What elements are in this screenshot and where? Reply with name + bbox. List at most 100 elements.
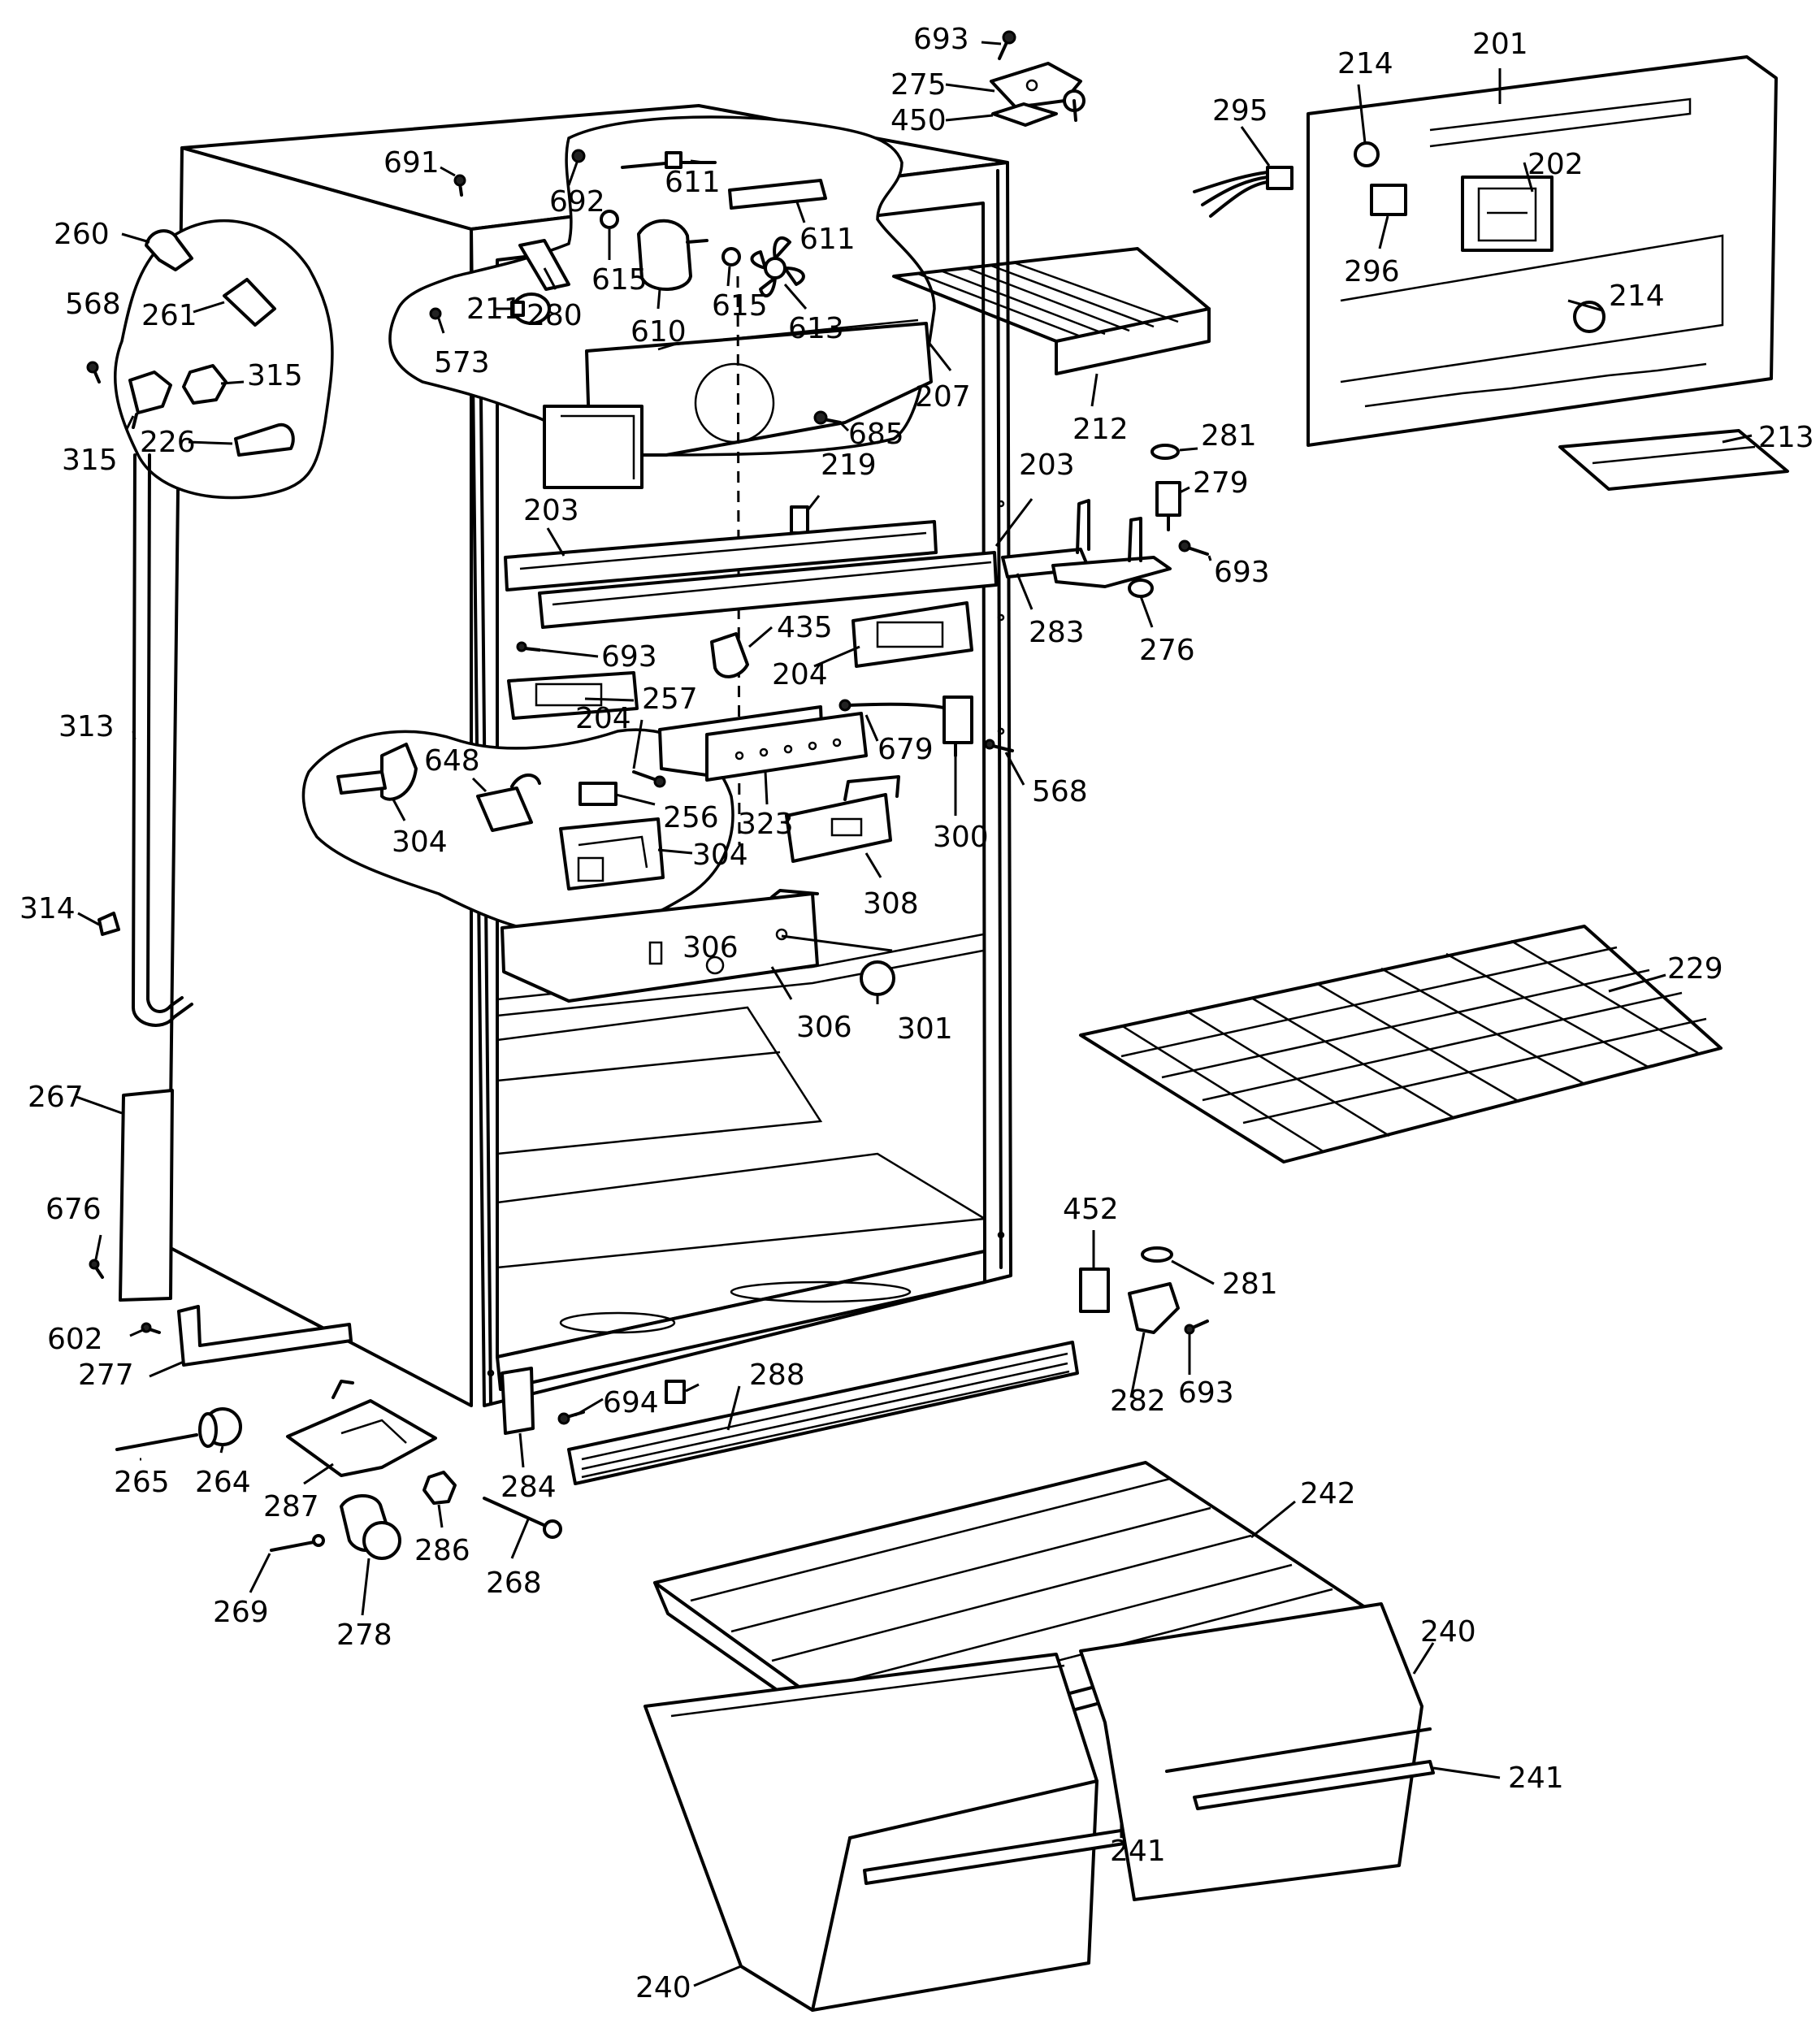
callout-693c: 693	[601, 640, 657, 674]
callout-315b: 315	[62, 444, 118, 477]
part-568-screw-right	[984, 739, 1014, 752]
part-679-wire	[838, 699, 949, 712]
callout-288: 288	[749, 1358, 805, 1392]
part-267-panel	[119, 1089, 174, 1302]
callout-204b: 204	[575, 702, 631, 735]
part-277-bracket	[177, 1305, 353, 1367]
part-226-fitting	[234, 422, 295, 457]
callout-611b: 611	[800, 223, 856, 256]
callout-679: 679	[878, 733, 934, 766]
part-241-handle-right	[1193, 1760, 1435, 1810]
callout-276: 276	[1139, 634, 1195, 667]
callout-241b: 241	[1110, 1835, 1166, 1868]
part-240-crisper-drawer-right	[1079, 1602, 1432, 1901]
callout-648: 648	[424, 744, 480, 778]
callout-693d: 693	[1178, 1376, 1234, 1410]
part-693-screw-mid	[516, 641, 541, 652]
part-203-rail-right	[538, 551, 998, 629]
callout-264: 264	[195, 1466, 251, 1499]
callout-241a: 241	[1508, 1762, 1564, 1795]
callout-323: 323	[738, 808, 794, 841]
leader-lines	[76, 41, 1753, 1987]
part-275-top-hinge	[990, 62, 1086, 122]
callout-240a: 240	[1420, 1615, 1476, 1649]
part-693-screw-top	[998, 30, 1016, 60]
part-692-screw	[571, 149, 586, 163]
callout-694: 694	[603, 1386, 659, 1419]
part-268-bolt	[483, 1497, 562, 1539]
part-212-freezer-shelf	[892, 247, 1211, 375]
callout-296: 296	[1344, 255, 1400, 288]
part-610-fan-motor	[637, 219, 708, 291]
part-308-mounting-bracket	[785, 775, 900, 863]
part-213-tray	[1558, 429, 1789, 491]
part-201-evaporator-cover	[1306, 55, 1778, 447]
part-691-screw	[453, 174, 466, 197]
callout-304b: 304	[692, 838, 748, 872]
callout-277: 277	[78, 1358, 134, 1392]
callout-306a: 306	[682, 931, 739, 964]
part-229-wire-shelf	[1079, 925, 1722, 1164]
callout-613: 613	[788, 312, 844, 345]
part-452-shim	[1079, 1268, 1110, 1313]
part-284-hinge-plate	[500, 1367, 535, 1435]
callout-573: 573	[434, 346, 490, 379]
callout-261: 261	[141, 299, 197, 332]
callout-202: 202	[1528, 148, 1584, 181]
part-207-fan-shroud	[543, 318, 933, 489]
callout-256: 256	[663, 801, 719, 834]
callout-labels: 693 275 450 214 201 295 202 296 214 213 …	[20, 23, 1814, 2004]
callout-287: 287	[263, 1490, 319, 1523]
part-296-light-switch	[1370, 184, 1407, 216]
callout-242: 242	[1300, 1477, 1356, 1510]
part-435-control-knob	[710, 632, 749, 678]
callout-203b: 203	[1019, 448, 1075, 482]
part-240-crisper-drawer-left	[644, 1653, 1098, 2012]
callout-278: 278	[336, 1618, 392, 1652]
callout-685: 685	[848, 418, 904, 451]
callout-203a: 203	[523, 494, 579, 527]
part-676-screw	[89, 1259, 104, 1279]
callout-693b: 693	[1214, 556, 1270, 589]
callout-676: 676	[46, 1193, 102, 1226]
callout-304a: 304	[392, 826, 448, 859]
callout-611a: 611	[665, 166, 721, 199]
part-685-screw	[813, 410, 842, 425]
part-288-base-grille	[567, 1341, 1079, 1485]
callout-226: 226	[140, 426, 196, 459]
callout-282: 282	[1110, 1384, 1166, 1418]
callout-306b: 306	[796, 1011, 852, 1044]
callout-568b: 568	[1032, 775, 1088, 808]
callout-450: 450	[890, 104, 947, 137]
callout-602: 602	[47, 1323, 103, 1356]
callout-301: 301	[897, 1012, 953, 1046]
callout-281: 281	[1201, 419, 1257, 453]
callout-286: 286	[414, 1534, 470, 1567]
part-611-bracket-a	[621, 151, 717, 169]
part-602-screw	[141, 1322, 161, 1334]
part-693-screw-bottom	[1184, 1320, 1209, 1335]
part-315-valve	[128, 370, 172, 429]
part-204-bracket-left	[507, 671, 639, 720]
callout-214b: 214	[1609, 280, 1665, 313]
callout-284: 284	[500, 1471, 557, 1504]
callout-214: 214	[1337, 47, 1393, 80]
callout-315a: 315	[247, 359, 303, 392]
part-287-leveling-assembly	[286, 1380, 437, 1477]
part-323-control-housing	[658, 705, 868, 782]
callout-615b: 615	[712, 289, 768, 323]
callout-265: 265	[114, 1466, 170, 1499]
callout-211: 211	[466, 292, 522, 326]
callout-267: 267	[28, 1081, 84, 1114]
part-615-grommet-a	[600, 210, 619, 229]
part-256-switch	[578, 782, 618, 806]
callout-435: 435	[777, 611, 833, 644]
part-279-pin	[1155, 481, 1181, 531]
part-314-clip	[98, 912, 120, 936]
part-269-pin	[270, 1534, 325, 1552]
part-450-shim	[991, 102, 1058, 127]
part-280-socket	[518, 239, 570, 291]
callout-281b: 281	[1222, 1268, 1278, 1301]
part-568-screw-left	[86, 361, 101, 384]
